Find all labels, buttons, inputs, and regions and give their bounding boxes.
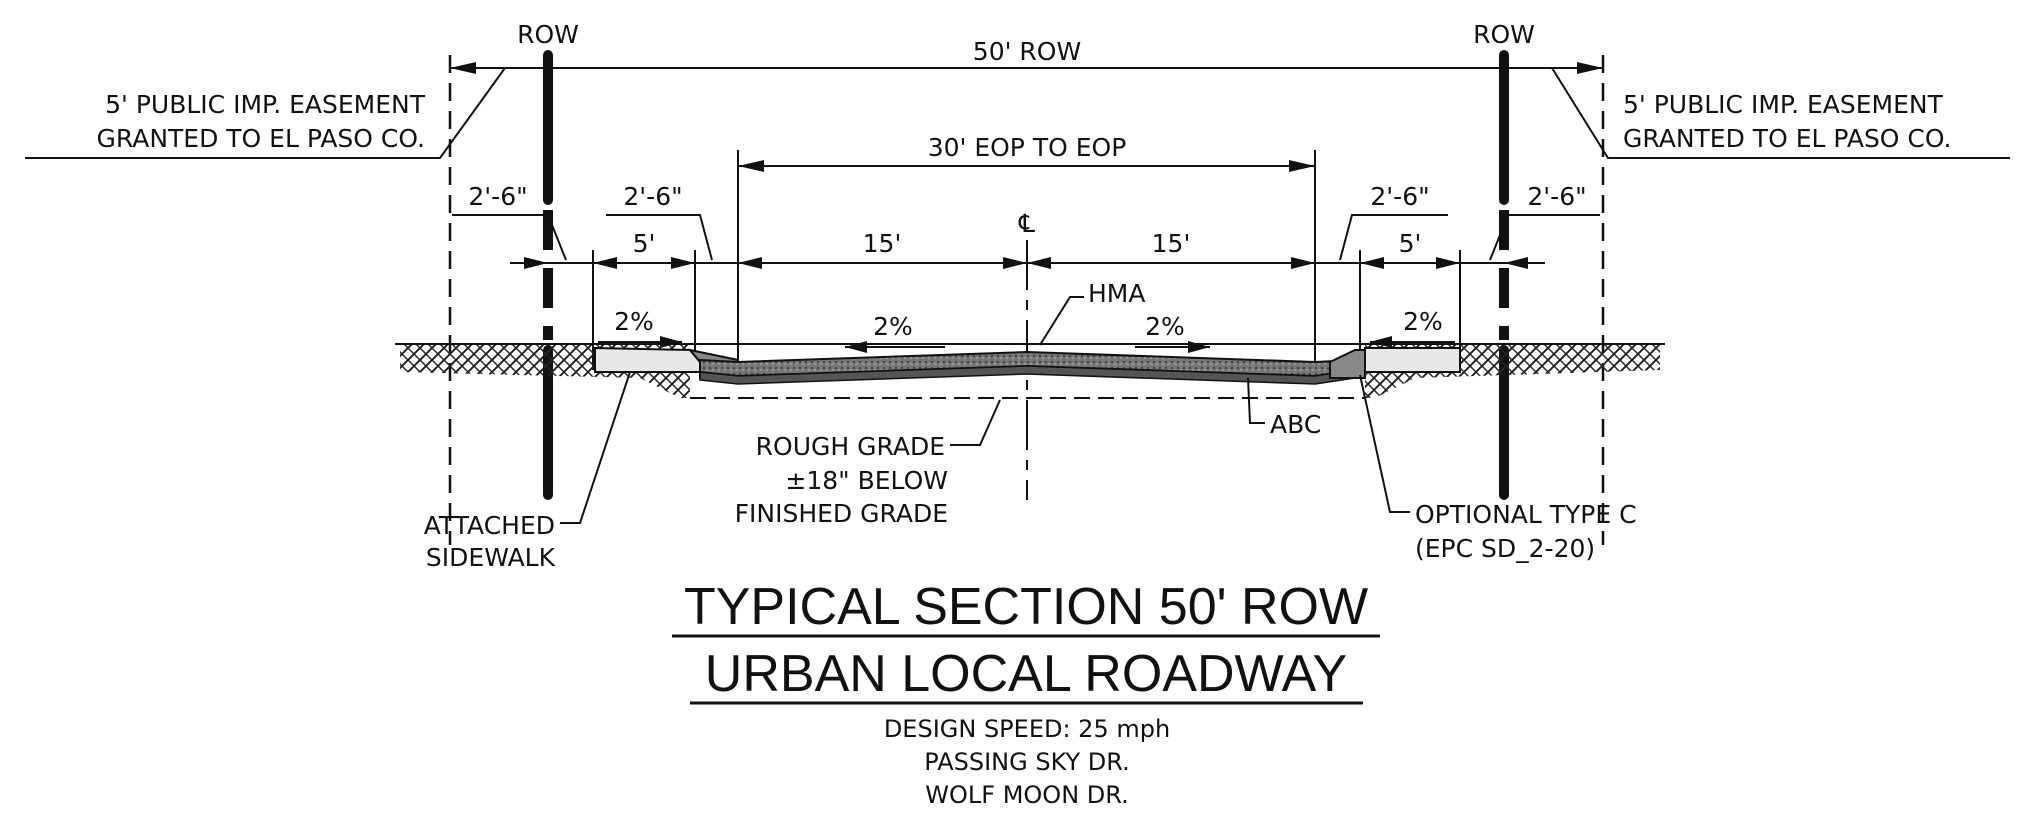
dim-2-6-a: 2'-6" <box>468 182 527 211</box>
roadway-section <box>395 343 1665 399</box>
street-name-1: PASSING SKY DR. <box>924 748 1129 776</box>
street-name-2: WOLF MOON DR. <box>925 781 1128 809</box>
rough-grade-line2: ±18" BELOW <box>785 466 948 495</box>
row-dimension <box>450 62 1603 74</box>
title-line1: TYPICAL SECTION 50' ROW <box>684 578 1368 636</box>
slope-sidewalk-left: 2% <box>614 307 654 336</box>
abc-label: ABC <box>1270 410 1321 439</box>
dim-5-left: 5' <box>633 229 656 258</box>
title-line2: URBAN LOCAL ROADWAY <box>705 645 1347 703</box>
centerline-symbol: ℄ <box>1018 209 1035 238</box>
optional-type-c-line2: (EPC SD_2-20) <box>1415 534 1595 563</box>
slope-road-right: 2% <box>1145 312 1185 341</box>
row-label-left: ROW <box>517 20 579 49</box>
easement-right-line1: 5' PUBLIC IMP. EASEMENT <box>1623 90 1944 119</box>
row-label-right: ROW <box>1473 20 1535 49</box>
hma-label: HMA <box>1088 279 1145 308</box>
slope-road-left: 2% <box>873 312 913 341</box>
attached-sidewalk-line1: ATTACHED <box>424 511 555 540</box>
title-block: TYPICAL SECTION 50' ROW URBAN LOCAL ROAD… <box>684 578 1368 809</box>
dim-15-right: 15' <box>1152 229 1191 258</box>
labels: ROW ROW 50' ROW 5' PUBLIC IMP. EASEMENT … <box>96 20 1951 572</box>
row-width-label: 50' ROW <box>973 37 1081 66</box>
dim-15-left: 15' <box>863 229 902 258</box>
row-lines <box>448 50 1605 545</box>
easement-left-line2: GRANTED TO EL PASO CO. <box>96 124 425 153</box>
dim-2-6-b: 2'-6" <box>623 182 682 211</box>
optional-type-c-line1: OPTIONAL TYPE C <box>1415 500 1637 529</box>
easement-left-line1: 5' PUBLIC IMP. EASEMENT <box>105 90 426 119</box>
rough-grade-line1: ROUGH GRADE <box>756 432 945 461</box>
dim-2-6-d: 2'-6" <box>1527 182 1586 211</box>
dim-5-right: 5' <box>1399 229 1422 258</box>
design-speed-note: DESIGN SPEED: 25 mph <box>884 715 1170 743</box>
offset-brackets <box>452 214 1600 261</box>
slope-sidewalk-right: 2% <box>1403 307 1443 336</box>
callout-leaders <box>560 296 1410 524</box>
rough-grade-line3: FINISHED GRADE <box>735 499 948 528</box>
eop-dimension <box>737 150 1316 380</box>
dim-2-6-c: 2'-6" <box>1370 182 1429 211</box>
easement-right-line2: GRANTED TO EL PASO CO. <box>1623 124 1952 153</box>
easement-leaders <box>25 67 2010 159</box>
eop-width-label: 30' EOP TO EOP <box>928 133 1127 162</box>
attached-sidewalk-line2: SIDEWALK <box>426 543 556 572</box>
